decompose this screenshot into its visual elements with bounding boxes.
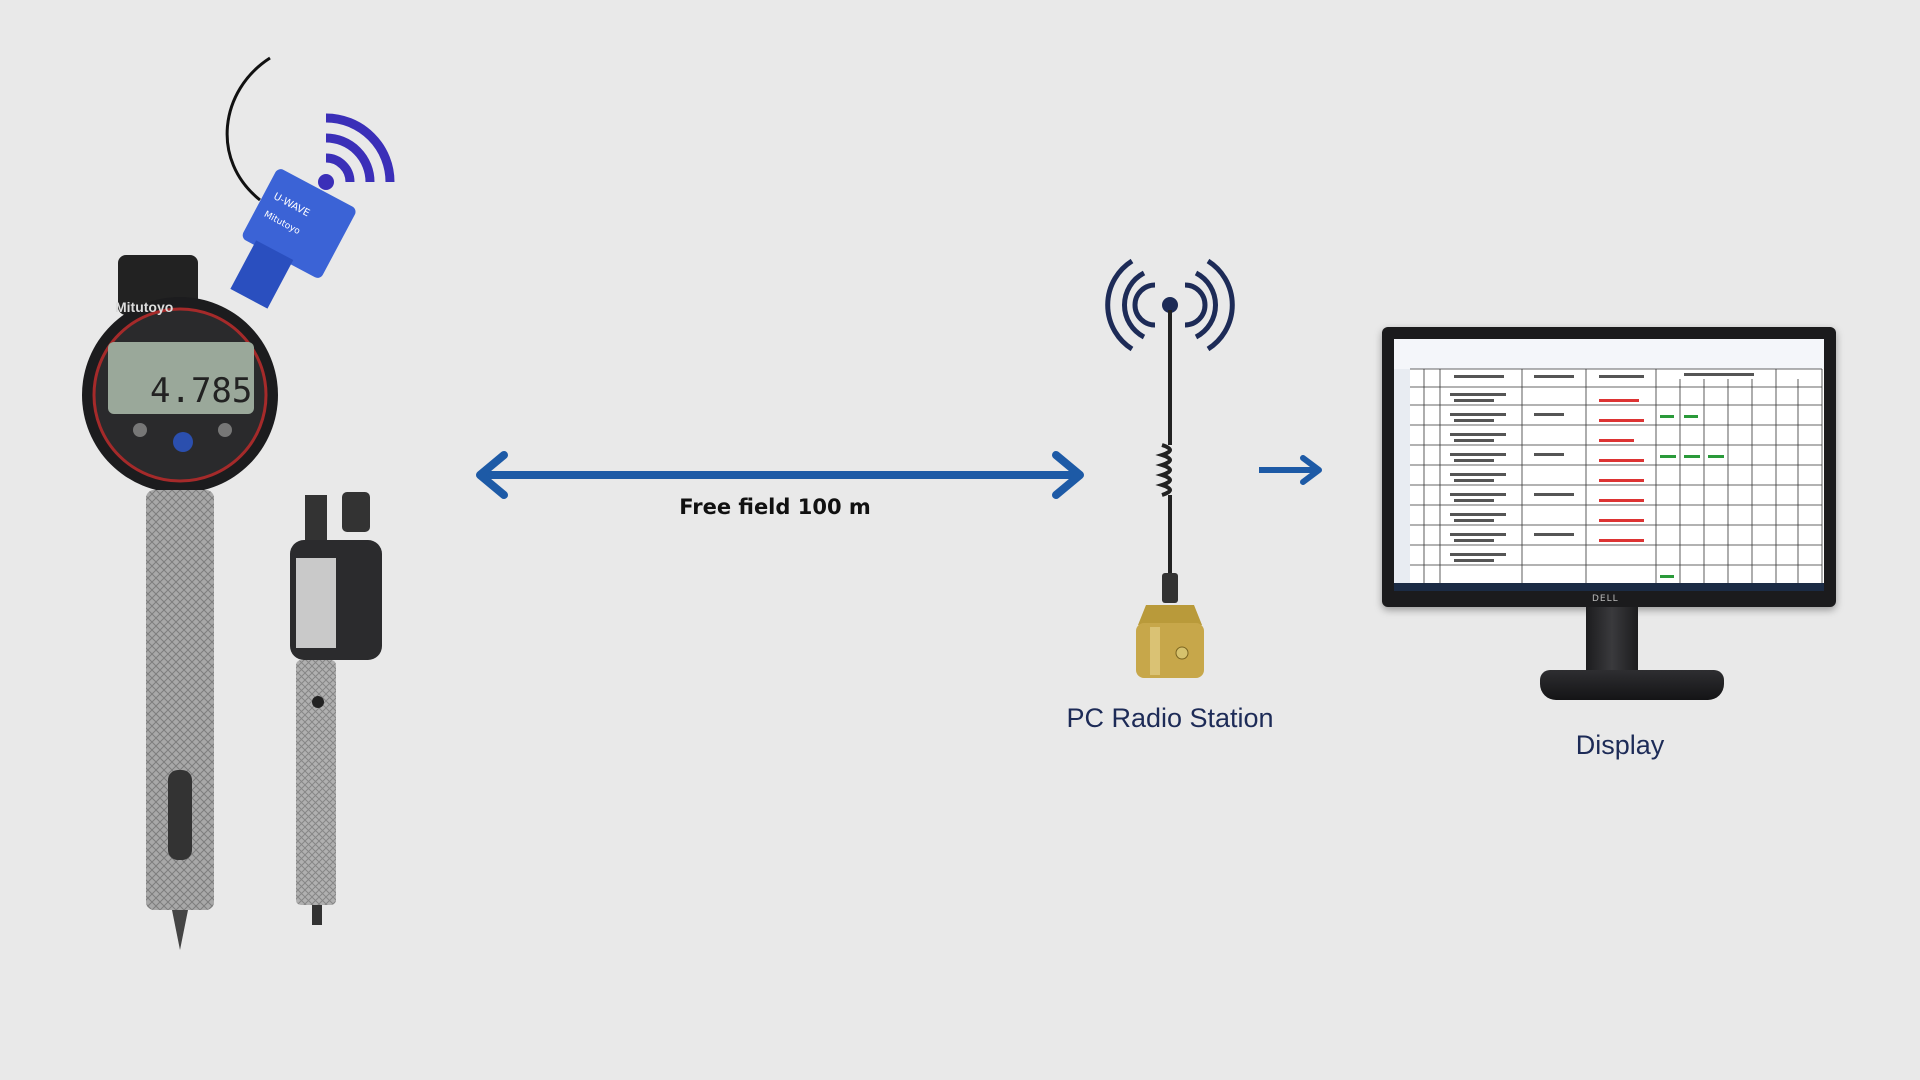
monitor-brand-logo: DELL bbox=[1592, 594, 1619, 604]
radio-station-illustration bbox=[1105, 258, 1235, 678]
monitor: DELL bbox=[1382, 327, 1836, 607]
monitor-stand-base bbox=[1540, 670, 1724, 700]
monitor-screen bbox=[1394, 339, 1824, 591]
display-label: Display bbox=[1575, 730, 1665, 760]
gauge-reading: 4.785 bbox=[150, 371, 252, 411]
distance-label: Free field 100 m bbox=[679, 495, 871, 519]
monitor-stand-neck bbox=[1586, 607, 1638, 677]
radio-waves-icon bbox=[1105, 258, 1235, 352]
gauge-brand: Mitutoyo bbox=[115, 299, 173, 315]
station-label: PC Radio Station bbox=[1066, 703, 1274, 733]
gauge-illustration: U-WAVE Mitutoyo Mitutoyo 4.785 bbox=[82, 56, 395, 950]
wifi-icon bbox=[318, 113, 395, 190]
spreadsheet-illustration bbox=[1394, 339, 1824, 591]
double-arrow-icon bbox=[476, 451, 1084, 499]
right-arrow-icon bbox=[1259, 455, 1322, 485]
